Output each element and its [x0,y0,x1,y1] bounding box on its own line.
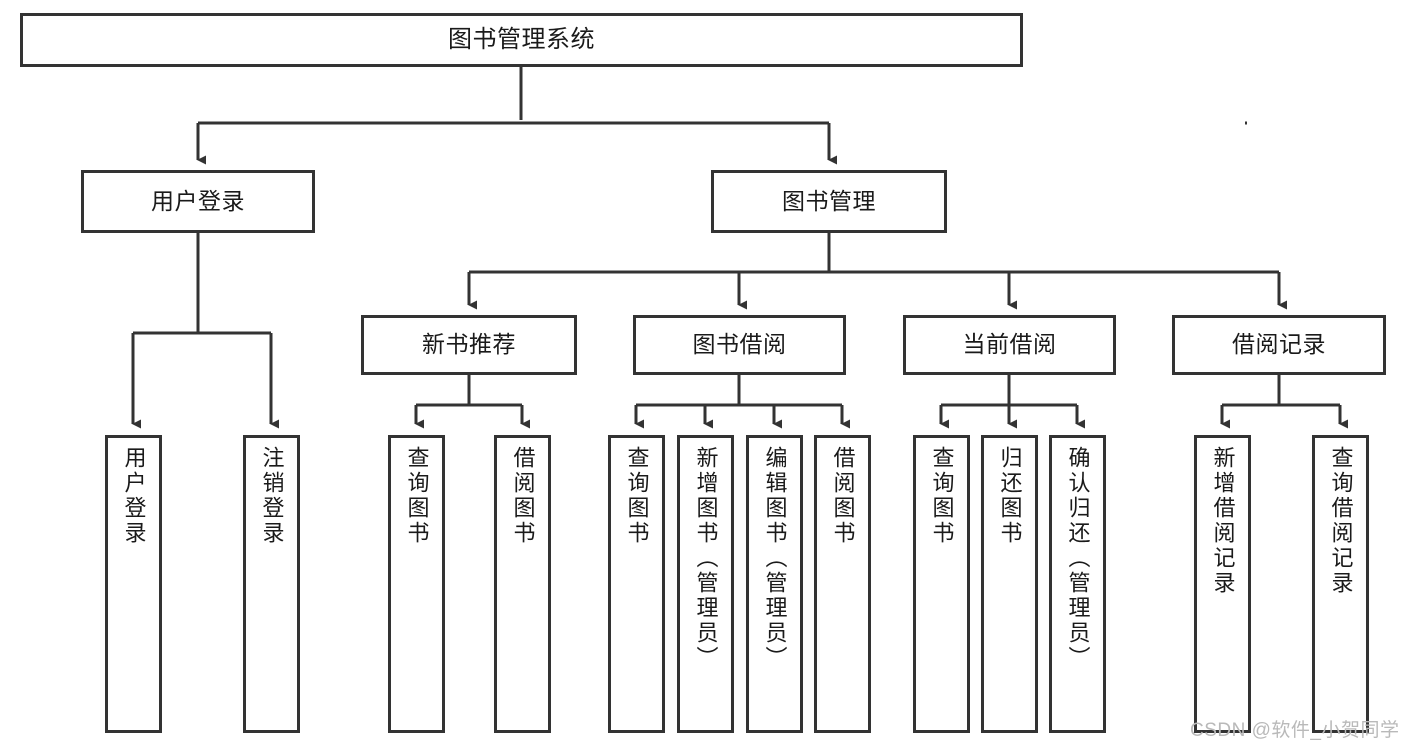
node-current-borrow[interactable]: 当前借阅 [903,315,1116,375]
leaf-query-record[interactable]: 查询借阅记录 [1312,435,1369,733]
leaf-borrow-book-2-label: 借阅图书 [830,446,856,546]
leaf-logout[interactable]: 注销登录 [243,435,300,733]
leaf-query-book-3-label: 查询图书 [929,446,955,546]
leaf-query-book-1[interactable]: 查询图书 [388,435,445,733]
leaf-query-book-3[interactable]: 查询图书 [913,435,970,733]
leaf-edit-book[interactable]: 编辑图书（管理员） [746,435,803,733]
node-new-book-rec[interactable]: 新书推荐 [361,315,577,375]
node-borrow-record[interactable]: 借阅记录 [1172,315,1386,375]
leaf-query-book-1-label: 查询图书 [404,446,430,546]
leaf-return-book-label: 归还图书 [997,446,1023,546]
leaf-add-book[interactable]: 新增图书（管理员） [677,435,734,733]
leaf-edit-book-label: 编辑图书（管理员） [762,446,788,671]
watermark: CSDN @软件_小贺同学 [1190,720,1400,741]
leaf-logout-label: 注销登录 [259,446,285,546]
leaf-add-record[interactable]: 新增借阅记录 [1194,435,1251,733]
leaf-user-login[interactable]: 用户登录 [105,435,162,733]
node-book-manage-label: 图书管理 [782,187,876,214]
node-user-login-label: 用户登录 [151,187,245,214]
leaf-borrow-book-2[interactable]: 借阅图书 [814,435,871,733]
node-new-book-rec-label: 新书推荐 [422,331,516,358]
node-root[interactable]: 图书管理系统 [20,13,1023,67]
leaf-borrow-book-1-label: 借阅图书 [510,446,536,546]
leaf-user-login-label: 用户登录 [121,446,147,546]
leaf-borrow-book-1[interactable]: 借阅图书 [494,435,551,733]
node-user-login[interactable]: 用户登录 [81,170,315,233]
node-book-manage[interactable]: 图书管理 [711,170,947,233]
leaf-confirm-return[interactable]: 确认归还（管理员） [1049,435,1106,733]
leaf-add-book-label: 新增图书（管理员） [693,446,719,671]
node-book-borrow[interactable]: 图书借阅 [633,315,846,375]
leaf-add-record-label: 新增借阅记录 [1210,446,1236,596]
leaf-confirm-return-label: 确认归还（管理员） [1065,446,1091,671]
node-root-label: 图书管理系统 [448,25,595,53]
leaf-query-book-2[interactable]: 查询图书 [608,435,665,733]
leaf-query-book-2-label: 查询图书 [624,446,650,546]
node-current-borrow-label: 当前借阅 [962,331,1057,358]
node-book-borrow-label: 图书借阅 [692,331,787,358]
leaf-query-record-label: 查询借阅记录 [1328,446,1354,596]
node-borrow-record-label: 借阅记录 [1232,331,1326,358]
leaf-return-book[interactable]: 归还图书 [981,435,1038,733]
